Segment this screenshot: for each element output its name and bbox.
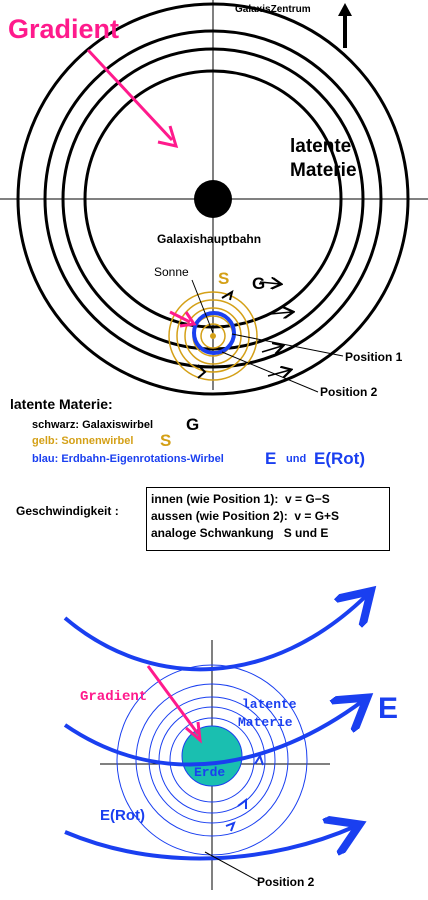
legend-yellow-letter: S [160,431,171,450]
position2-leader-line [221,351,319,393]
position2-label-top: Position 2 [320,385,378,399]
latent-matter-label-top-1: latente [290,136,351,157]
legend-title: latente Materie: [10,396,113,412]
galaxy-center-label: GalaxisZentrum [235,4,311,15]
legend-black-letter: G [186,415,199,434]
speed-label: Geschwindigkeit : [16,504,119,518]
gradient-arrow-small [169,310,197,328]
gradient-label-top: Gradient [8,14,119,44]
latent-matter-label-bottom-2: Materie [238,715,293,730]
legend-yellow-line: gelb: Sonnenwirbel [32,435,133,447]
galaxy-orbit-4 [83,69,343,329]
orbit-hook-upper [221,289,234,301]
speed-box: innen (wie Position 1): v = G−S aussen (… [146,487,390,551]
position1-leader-line [231,333,344,357]
e-label-bottom: E [378,692,398,725]
orbit-arrow-3 [261,346,282,352]
arrow-up-icon [338,3,352,48]
galaxy-orbit-2 [43,29,383,369]
earth-rotation-vortex [116,664,308,856]
sun-dot [210,333,216,339]
position2-leader-line-bottom [204,851,259,882]
galaxy-orbit-1 [16,2,410,396]
gradient-arrow-bottom [146,665,202,744]
erot-label: E(Rot) [100,807,145,824]
earth-label: Erde [194,765,225,780]
orbit-arrow-1 [259,282,280,284]
legend-blue-letter-e: E [265,449,276,468]
galaxy-orbit-3 [61,47,365,351]
galactic-center [194,180,232,218]
legend-blue-und: und [286,453,306,465]
bottom-diagram: Gradient latente Materie E Erde E(Rot) P… [63,594,398,890]
gradient-arrow-top [86,48,179,149]
speed-line-inner: innen (wie Position 1): v = G−S [151,492,330,506]
latent-matter-label-top-2: Materie [290,160,357,181]
ring-arrow-3 [225,821,236,832]
gradient-label-bottom: Gradient [80,689,147,705]
orbit-arrow-2 [269,312,292,314]
sun-label: Sonne [154,265,189,279]
legend-blue-letter-erot: E(Rot) [314,449,365,468]
speed-line-outer: aussen (wie Position 2): v = G+S [151,509,340,523]
latent-matter-label-bottom-1: latente [242,697,297,712]
legend-blue-line: blau: Erdbahn-Eigenrotations-Wirbel [32,453,224,465]
s-label-top: S [218,269,229,288]
ring-arrow-1 [254,753,264,766]
g-label-top: G [252,274,265,293]
speed-line-analog: analoge Schwankung S und E [151,526,329,540]
earth-orbit-arc-top [63,594,368,672]
orbit-hook-lower [197,364,207,379]
earth-orbit-ring [192,311,236,355]
legend: latente Materie: schwarz: Galaxiswirbel … [10,396,365,468]
position1-label-top: Position 1 [345,350,403,364]
sun-leader-line [191,279,214,334]
earth [181,725,243,787]
legend-black-line: schwarz: Galaxiswirbel [32,419,153,431]
ring-arrow-2 [237,798,247,809]
orbit-arrow-4 [267,370,290,376]
earth-orbit-arc-middle [63,700,364,767]
galaxy-main-orbit-label: Galaxishauptbahn [157,232,261,246]
earth-orbit-arc-bottom [64,826,356,861]
position2-label-bottom: Position 2 [257,875,315,889]
top-diagram: Gradient GalaxisZentrum latente Materie … [0,0,428,399]
